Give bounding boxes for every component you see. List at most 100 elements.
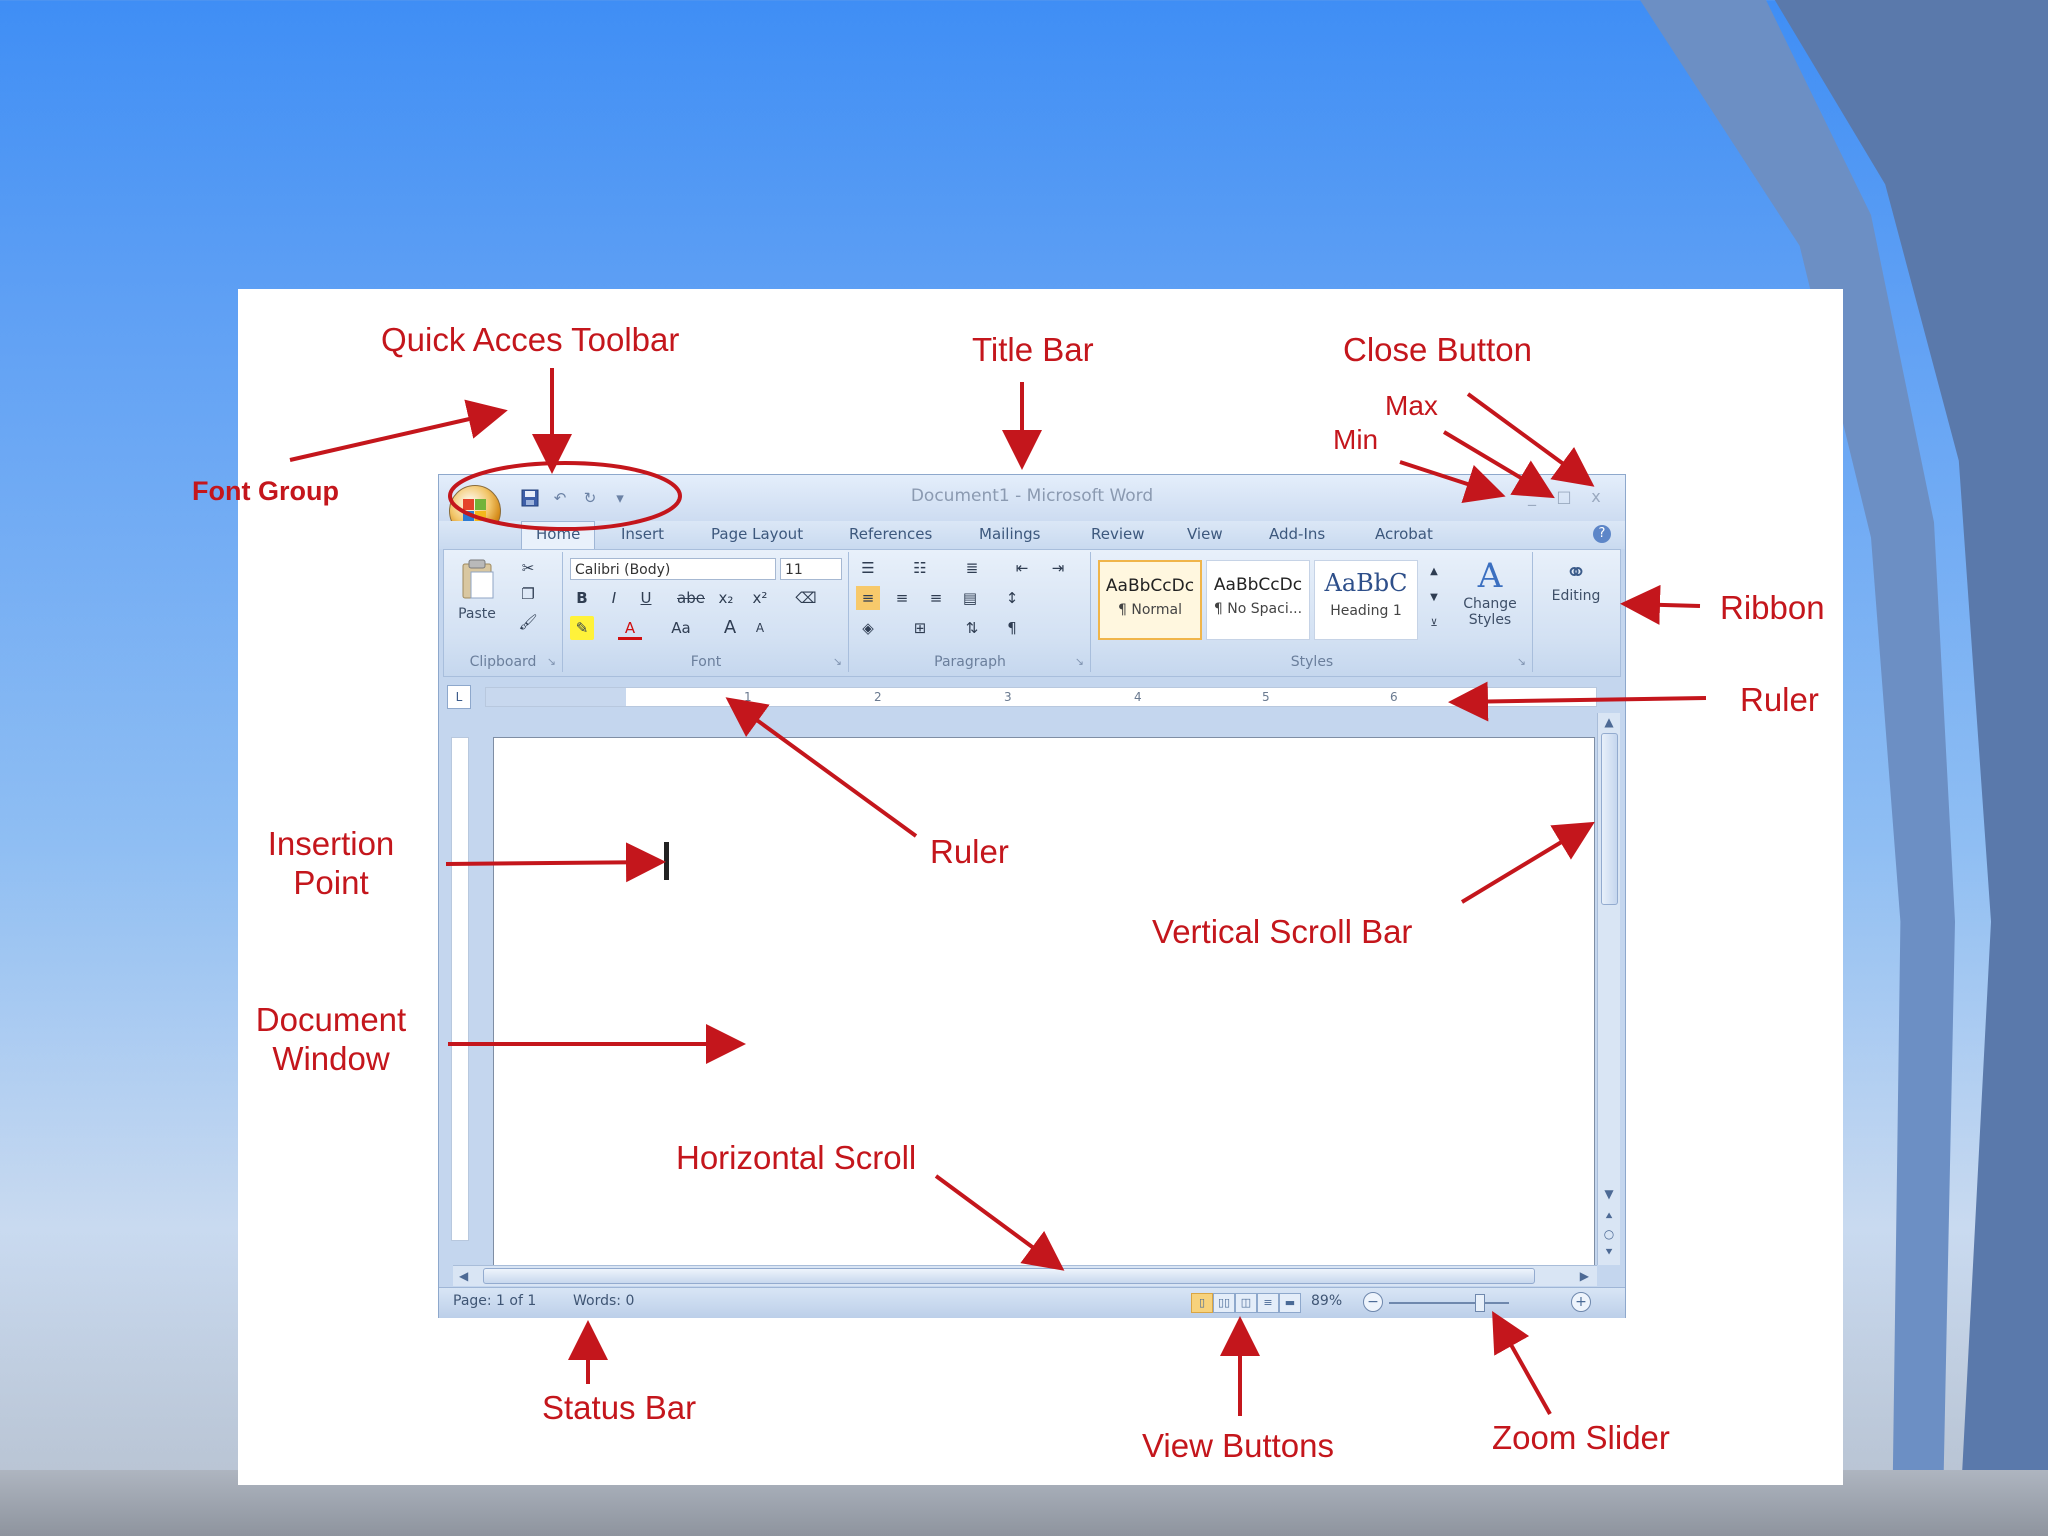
word-count[interactable]: Words: 0	[573, 1293, 635, 1309]
font-color-icon[interactable]: A	[618, 616, 642, 640]
borders-icon[interactable]: ⊞	[913, 619, 927, 637]
font-size-input[interactable]: 11	[780, 558, 842, 580]
label-quick-access-toolbar: Quick Acces Toolbar	[381, 321, 680, 358]
tab-home[interactable]: Home	[521, 521, 596, 549]
align-left-icon[interactable]: ≡	[856, 586, 880, 610]
previous-page-icon[interactable]: ⯅	[1604, 1209, 1614, 1223]
label-insertion-point-line2: Point	[293, 864, 369, 901]
full-screen-reading-view-button[interactable]: ▯▯	[1213, 1293, 1235, 1313]
justify-icon[interactable]: ▤	[962, 589, 978, 607]
scroll-right-icon[interactable]: ▶	[1579, 1269, 1589, 1283]
shading-icon[interactable]: ◈	[862, 619, 874, 637]
styles-scroll-up-icon[interactable]: ▲	[1430, 566, 1438, 577]
tab-references[interactable]: References	[849, 525, 933, 543]
font-launcher-icon[interactable]: ↘	[832, 655, 842, 668]
italic-button[interactable]: I	[611, 589, 617, 607]
vertical-ruler[interactable]	[451, 737, 469, 1241]
help-icon[interactable]: ?	[1593, 525, 1611, 543]
scroll-left-icon[interactable]: ◀	[459, 1269, 469, 1283]
horizontal-scroll-thumb[interactable]	[483, 1268, 1535, 1284]
zoom-in-button[interactable]: +	[1571, 1292, 1591, 1312]
paste-button[interactable]: Paste	[452, 558, 502, 638]
zoom-slider-knob[interactable]	[1475, 1294, 1485, 1312]
style-name: ¶ Normal	[1117, 602, 1182, 618]
line-spacing-icon[interactable]: ↕	[1005, 589, 1019, 607]
align-center-icon[interactable]: ≡	[895, 589, 909, 607]
browse-object-icon[interactable]: ○	[1603, 1227, 1615, 1241]
tab-add-ins[interactable]: Add-Ins	[1269, 525, 1326, 543]
web-layout-view-button[interactable]: ◫	[1235, 1293, 1257, 1313]
tab-acrobat[interactable]: Acrobat	[1375, 525, 1433, 543]
style-sample: AaBbCcDc	[1105, 576, 1195, 596]
tab-insert[interactable]: Insert	[621, 525, 665, 543]
tab-page-layout[interactable]: Page Layout	[711, 525, 804, 543]
vertical-scroll-thumb[interactable]	[1601, 733, 1618, 905]
label-document-window: Document Window	[246, 1000, 416, 1078]
label-close-button: Close Button	[1343, 331, 1532, 368]
multilevel-list-icon[interactable]: ≣	[965, 559, 979, 577]
style-no-spacing[interactable]: AaBbCcDc ¶ No Spaci...	[1206, 560, 1310, 640]
clipboard-launcher-icon[interactable]: ↘	[546, 655, 556, 668]
zoom-slider-track[interactable]	[1389, 1302, 1509, 1304]
sort-icon[interactable]: ⇅	[965, 619, 979, 637]
editing-button[interactable]: ⚭ Editing	[1538, 558, 1614, 604]
style-name: Heading 1	[1330, 603, 1402, 619]
print-layout-view-button[interactable]: ▯	[1191, 1293, 1213, 1313]
show-formatting-icon[interactable]: ¶	[1007, 619, 1017, 637]
style-normal[interactable]: AaBbCcDc ¶ Normal	[1098, 560, 1202, 640]
increase-indent-icon[interactable]: ⇥	[1051, 559, 1065, 577]
label-document-window-line2: Window	[272, 1040, 390, 1077]
ruler-number: 4	[1134, 690, 1142, 704]
styles-group-label: Styles	[1290, 654, 1334, 670]
paragraph-group-label: Paragraph	[934, 654, 1006, 670]
ruler-number: 3	[1004, 690, 1012, 704]
tab-view[interactable]: View	[1187, 525, 1223, 543]
draft-view-button[interactable]: ▬	[1279, 1293, 1301, 1313]
vertical-scroll-bar[interactable]: ▲ ▼ ⯅ ○ ⯆	[1597, 713, 1620, 1265]
tab-selector-icon[interactable]: L	[447, 685, 471, 709]
change-case-button[interactable]: Aa	[671, 619, 691, 637]
outline-view-button[interactable]: ≡	[1257, 1293, 1279, 1313]
styles-scroll-down-icon[interactable]: ▼	[1430, 592, 1438, 603]
cut-icon[interactable]: ✂	[521, 559, 535, 577]
editing-label: Editing	[1551, 588, 1601, 604]
decrease-indent-icon[interactable]: ⇤	[1015, 559, 1029, 577]
paragraph-launcher-icon[interactable]: ↘	[1074, 655, 1084, 668]
zoom-out-button[interactable]: −	[1363, 1292, 1383, 1312]
maximize-button[interactable]: □	[1556, 487, 1572, 506]
styles-more-icon[interactable]: ⊻	[1430, 618, 1438, 629]
highlight-icon[interactable]: ✎	[570, 616, 594, 640]
scroll-up-icon[interactable]: ▲	[1604, 715, 1614, 729]
strikethrough-button[interactable]: abe	[677, 589, 705, 607]
align-right-icon[interactable]: ≡	[929, 589, 943, 607]
style-sample: AaBbCcDc	[1213, 575, 1303, 595]
grow-font-button[interactable]: A	[723, 617, 737, 638]
bold-button[interactable]: B	[576, 589, 588, 607]
superscript-button[interactable]: x²	[752, 589, 768, 607]
numbering-icon[interactable]: ☷	[913, 559, 927, 577]
office-logo-icon	[463, 499, 487, 523]
horizontal-scroll-bar[interactable]: ◀ ▶	[453, 1265, 1597, 1286]
styles-launcher-icon[interactable]: ↘	[1516, 655, 1526, 668]
format-painter-icon[interactable]: 🖌	[518, 613, 538, 631]
clear-formatting-icon[interactable]: ⌫	[795, 589, 817, 607]
scroll-down-icon[interactable]: ▼	[1604, 1187, 1614, 1201]
minimize-button[interactable]: _	[1528, 487, 1536, 506]
tab-review[interactable]: Review	[1091, 525, 1145, 543]
close-button[interactable]: x	[1591, 487, 1601, 506]
style-heading-1[interactable]: AaBbC Heading 1	[1314, 560, 1418, 640]
change-styles-button[interactable]: A Change Styles	[1454, 556, 1526, 628]
shrink-font-button[interactable]: A	[755, 621, 765, 635]
page-count[interactable]: Page: 1 of 1	[453, 1293, 537, 1309]
subscript-button[interactable]: x₂	[718, 589, 734, 607]
horizontal-ruler[interactable]: 1 2 3 4 5 6	[485, 687, 1597, 707]
copy-icon[interactable]: ❐	[521, 585, 535, 603]
bullets-icon[interactable]: ☰	[861, 559, 875, 577]
zoom-level[interactable]: 89%	[1311, 1293, 1343, 1309]
underline-button[interactable]: U	[640, 589, 652, 607]
font-name-input[interactable]: Calibri (Body)	[570, 558, 776, 580]
document-page[interactable]	[493, 737, 1595, 1267]
tab-mailings[interactable]: Mailings	[979, 525, 1041, 543]
next-page-icon[interactable]: ⯆	[1604, 1245, 1614, 1259]
label-font-group: Font Group	[192, 476, 339, 506]
